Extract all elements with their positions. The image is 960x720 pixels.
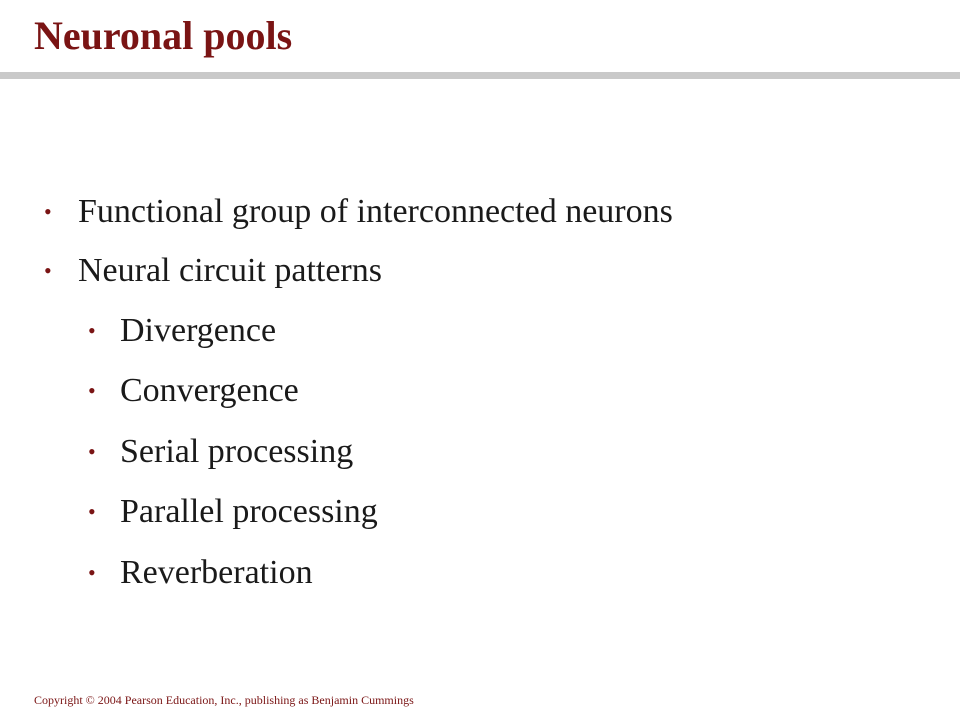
bullet-dot-icon: • — [88, 560, 96, 585]
bullet-dot-icon: • — [88, 318, 96, 343]
bullet-text: Reverberation — [120, 554, 313, 591]
title-divider — [0, 72, 960, 79]
bullet-text: Parallel processing — [120, 493, 378, 530]
bullet-text: Functional group of interconnected neuro… — [78, 193, 673, 230]
bullet-dot-icon: • — [44, 258, 52, 283]
bullet-dot-icon: • — [88, 439, 96, 464]
slide-title: Neuronal pools — [34, 13, 293, 58]
copyright-footer: Copyright © 2004 Pearson Education, Inc.… — [34, 693, 414, 707]
bullet-text: Divergence — [120, 312, 277, 349]
bullet-dot-icon: • — [44, 199, 52, 224]
bullet-text: Serial processing — [120, 433, 354, 470]
bullet-dot-icon: • — [88, 499, 96, 524]
bullet-dot-icon: • — [88, 378, 96, 403]
bullet-text: Neural circuit patterns — [78, 252, 382, 289]
bullet-text: Convergence — [120, 372, 299, 409]
